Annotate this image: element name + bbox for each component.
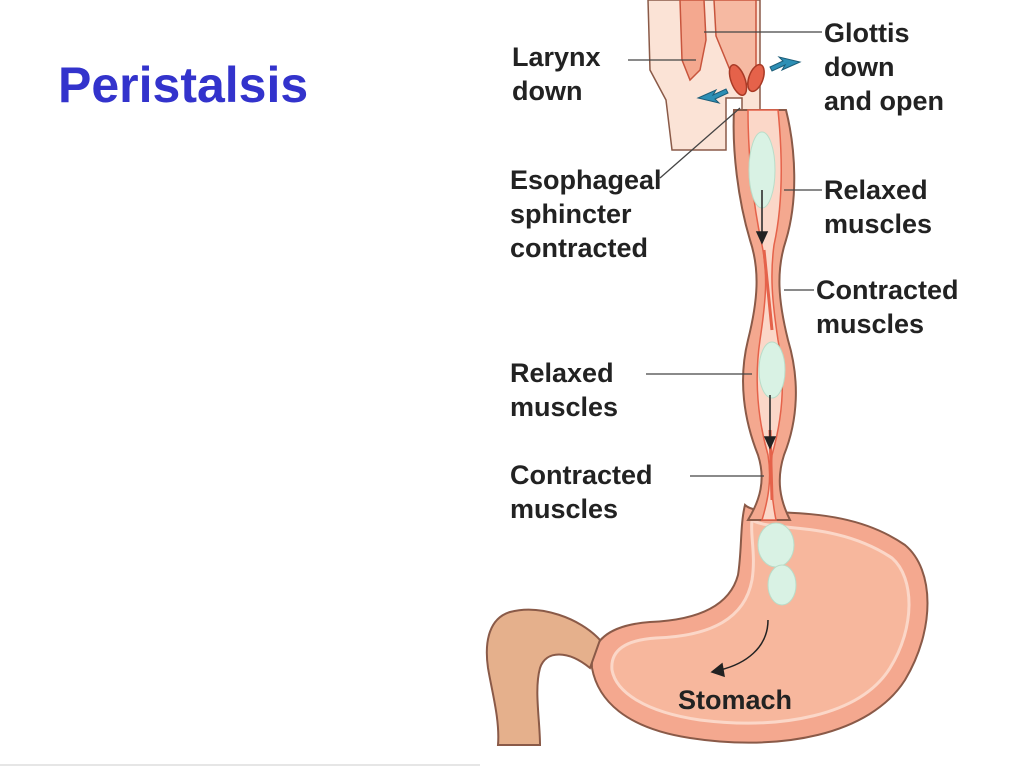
label-stomach: Stomach xyxy=(678,685,793,715)
label-esophageal-sphincter: Esophageal sphincter contracted xyxy=(510,165,662,263)
stomach-lining xyxy=(610,517,911,725)
divider xyxy=(0,764,480,766)
movement-arrows xyxy=(710,190,777,678)
pharynx-region xyxy=(647,0,761,151)
food-boluses xyxy=(748,131,797,606)
duodenum xyxy=(485,608,602,746)
label-larynx-down: Larynx down xyxy=(512,42,601,106)
glottis-flaps xyxy=(728,63,765,96)
label-glottis: Glottis down and open xyxy=(824,18,944,116)
leader-lines xyxy=(628,31,822,477)
label-contracted-muscles-lower: Contracted muscles xyxy=(510,460,653,524)
glottis-arrows xyxy=(696,56,802,104)
slide-title: Peristalsis xyxy=(58,57,309,113)
label-relaxed-muscles-upper: Relaxed muscles xyxy=(824,175,933,239)
label-relaxed-muscles-lower: Relaxed muscles xyxy=(510,358,619,422)
label-contracted-muscles-upper: Contracted muscles xyxy=(816,275,959,339)
